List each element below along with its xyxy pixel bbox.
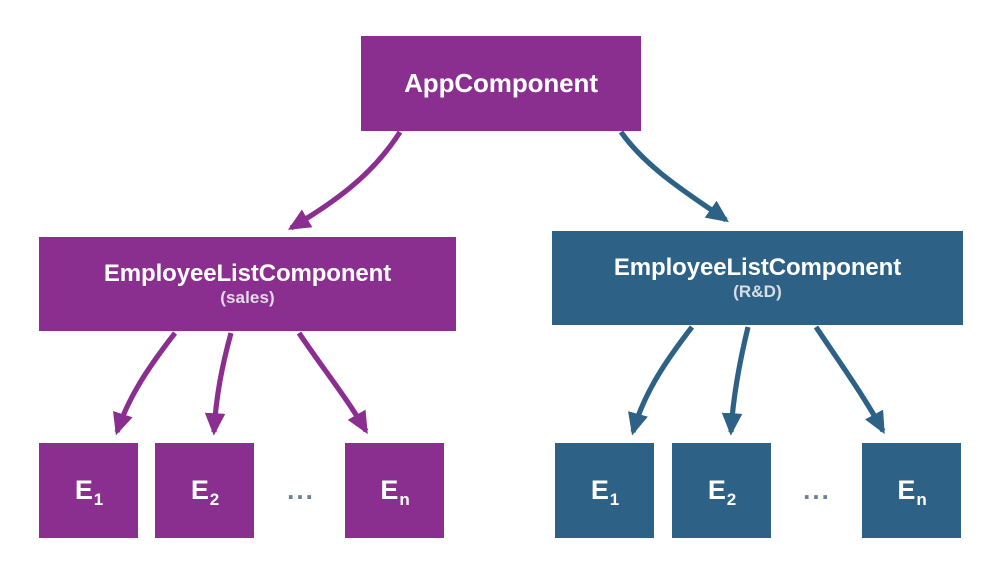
edge-sales-to-en: [296, 331, 369, 435]
edge-sales-to-e1: [113, 331, 178, 436]
edge-app-to-sales: [287, 130, 403, 231]
node-sales-employee-1[interactable]: E1: [39, 443, 138, 538]
node-employee-list-sales-subtitle: (sales): [220, 288, 275, 308]
sales-employees-ellipsis: ...: [287, 475, 315, 505]
node-sales-employee-2-label: E2: [190, 475, 220, 510]
node-rd-employee-2[interactable]: E2: [672, 443, 771, 538]
node-rd-employee-n-label: En: [897, 475, 927, 510]
node-sales-employee-1-label: E1: [74, 475, 104, 510]
edge-rd-to-e2: [721, 326, 751, 436]
node-rd-employee-1[interactable]: E1: [555, 443, 654, 538]
edge-rd-to-e1: [628, 325, 695, 436]
node-app-component[interactable]: AppComponent: [361, 36, 641, 131]
edge-rd-to-en: [813, 325, 886, 435]
node-employee-list-rd-label: EmployeeListComponent: [613, 253, 902, 281]
node-sales-employee-2[interactable]: E2: [155, 443, 254, 538]
node-sales-employee-n-label: En: [380, 475, 410, 510]
node-employee-list-rd-subtitle: (R&D): [733, 282, 782, 302]
edge-sales-to-e2: [204, 332, 234, 436]
node-rd-employee-1-label: E1: [590, 475, 620, 510]
rd-employees-ellipsis: ...: [803, 475, 831, 505]
node-employee-list-sales[interactable]: EmployeeListComponent (sales): [39, 237, 456, 331]
node-employee-list-sales-label: EmployeeListComponent: [103, 259, 392, 287]
node-rd-employee-2-label: E2: [707, 475, 737, 510]
node-sales-employee-n[interactable]: En: [345, 443, 444, 538]
node-employee-list-rd[interactable]: EmployeeListComponent (R&D): [552, 231, 963, 325]
node-app-component-label: AppComponent: [404, 67, 598, 98]
edge-app-to-rd: [618, 130, 729, 223]
node-rd-employee-n[interactable]: En: [862, 443, 961, 538]
